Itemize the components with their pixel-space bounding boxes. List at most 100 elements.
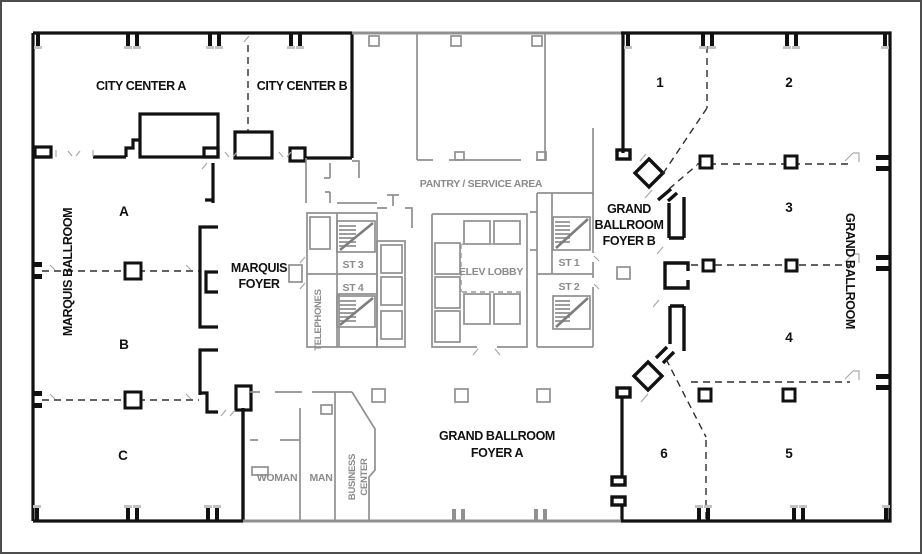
label-grand-3: 3 (785, 200, 793, 215)
pocket-partition-34 (663, 261, 690, 290)
partition-lines (42, 45, 850, 519)
stair-st2-treads (555, 300, 570, 322)
elevator-car (434, 276, 461, 309)
corner-pilaster (615, 148, 632, 161)
city-center-closet (233, 130, 274, 160)
wall-pilaster (33, 145, 53, 159)
column (698, 154, 714, 170)
left-wall-column-bars (33, 262, 42, 408)
label-grand-6: 6 (660, 446, 668, 461)
label-marquis-b: B (119, 337, 129, 352)
channel-pocket-south (654, 304, 686, 365)
stair-diagonals (339, 218, 589, 328)
label-marquis-c: C (118, 448, 128, 463)
elev-lobby-block (431, 213, 528, 348)
restroom-walls (250, 391, 376, 521)
partition-columns (123, 154, 799, 410)
elevator-car (463, 293, 491, 325)
label-st3: ST 3 (343, 259, 364, 271)
airwall-pocket (234, 384, 253, 412)
stair-st4-box (336, 295, 376, 328)
label-marquis-a: A (119, 204, 129, 219)
channel-pocket-north (656, 187, 686, 240)
label-st1: ST 1 (559, 257, 580, 269)
label-marquis-foyer-2: FOYER (238, 277, 279, 291)
gray-bottom-columns (452, 509, 547, 521)
label-grand-5: 5 (785, 446, 793, 461)
column (123, 390, 143, 410)
label-st2: ST 2 (559, 281, 580, 293)
stair-st3-box (336, 220, 376, 253)
elevator-car (434, 242, 461, 275)
elevator-car (463, 220, 491, 245)
label-grand-2: 2 (785, 75, 793, 90)
stair-diagonal (339, 218, 589, 328)
marquis-east-wall-pockets (198, 163, 245, 521)
label-grand-ballroom: GRAND BALLROOM (843, 213, 857, 329)
foyer-b-pockets (610, 148, 690, 507)
gray-column-bars (452, 509, 547, 521)
column (781, 387, 797, 403)
label-grand-foyer-a-2: FOYER A (471, 446, 524, 460)
door-dashes (404, 241, 521, 347)
column (697, 387, 713, 403)
gray-column (368, 35, 380, 47)
diamond-pocket-north (632, 156, 666, 190)
east-block (530, 192, 594, 348)
column (784, 258, 799, 273)
fixture (251, 466, 269, 476)
city-center-stage (138, 112, 220, 159)
label-business-2: CENTER (359, 458, 370, 496)
diamond-pocket-south (631, 359, 665, 393)
label-grand-4: 4 (785, 330, 793, 345)
gray-column (616, 266, 631, 280)
column (701, 258, 716, 273)
gray-column (531, 35, 543, 47)
corner-pilaster (615, 386, 632, 399)
label-city-center-a: CITY CENTER A (96, 79, 186, 93)
gray-perimeter (243, 31, 621, 523)
stair-st1-treads (555, 221, 570, 243)
label-marquis-foyer-1: MARQUIS (231, 261, 287, 275)
label-grand-foyer-b-1: GRAND (607, 202, 651, 216)
bottom-column-bars (35, 508, 888, 521)
gray-walls (243, 31, 621, 523)
gray-column (288, 264, 303, 283)
door-pilaster (610, 475, 627, 487)
service-room-small (309, 216, 331, 250)
dashed-partitions (42, 45, 850, 519)
elevator-car (380, 276, 403, 306)
fixture (320, 404, 333, 415)
stair-st3-treads (339, 225, 356, 247)
right-wall-column-bars (876, 155, 890, 390)
label-business-1: BUSINESS (347, 454, 358, 500)
gray-column (450, 35, 462, 47)
column (123, 261, 143, 281)
label-pantry: PANTRY / SERVICE AREA (420, 178, 543, 190)
elevator-car (380, 244, 403, 274)
gray-column (371, 388, 386, 403)
elevator-door-dashes (404, 241, 521, 347)
label-grand-foyer-b-2: BALLROOM (594, 218, 663, 232)
stair-st4-treads (339, 300, 356, 322)
gray-column (536, 388, 551, 403)
wall-pilaster (202, 146, 220, 159)
elevator-car (493, 220, 521, 245)
label-st4: ST 4 (343, 282, 364, 294)
door-marks (49, 35, 860, 417)
label-grand-foyer-b-3: FOYER B (603, 234, 656, 248)
label-elev-lobby: ELEV LOBBY (459, 266, 523, 278)
elevator-car (493, 293, 521, 325)
elevator-car (380, 310, 403, 340)
gray-column (454, 151, 465, 161)
label-marquis-ballroom: MARQUIS BALLROOM (61, 208, 75, 336)
label-grand-foyer-a-1: GRAND BALLROOM (439, 429, 555, 443)
door-swing-marks (49, 35, 860, 417)
label-city-center-b: CITY CENTER B (257, 79, 348, 93)
service-core (250, 33, 631, 521)
column (783, 154, 799, 170)
gray-column (454, 388, 469, 403)
door-pilaster (610, 495, 627, 507)
